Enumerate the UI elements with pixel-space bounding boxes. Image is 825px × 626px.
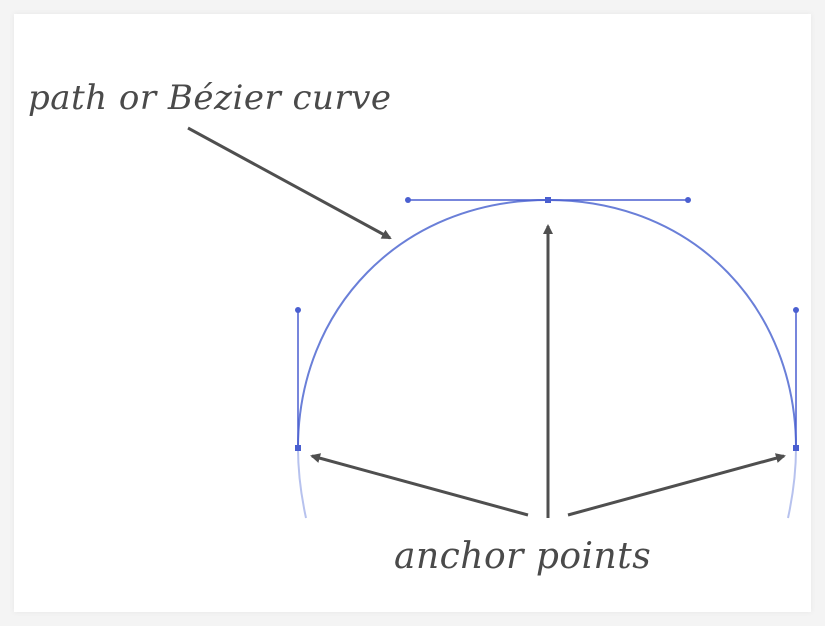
anchor-arrow-left <box>310 453 529 517</box>
path-label: path or Bézier curve <box>28 78 392 118</box>
curve-continuation-right <box>787 447 797 519</box>
right-handle-point <box>793 307 799 313</box>
anchor-point-right <box>793 445 799 451</box>
anchor-point-left <box>295 445 301 451</box>
anchor-point-top <box>545 197 551 203</box>
left-handle-point <box>295 307 301 313</box>
anchor-label: anchor points <box>394 536 652 577</box>
path-label-arrow <box>187 126 392 240</box>
anchor-arrow-right <box>567 453 786 517</box>
top-handle-left-point <box>405 197 411 203</box>
diagram-panel <box>14 14 811 612</box>
top-handle-right-point <box>685 197 691 203</box>
curve-continuation-left <box>297 447 307 519</box>
